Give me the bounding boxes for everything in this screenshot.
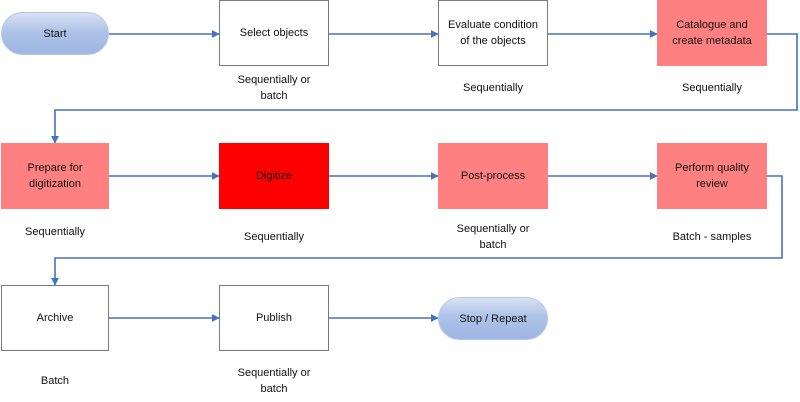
step-catalogue-metadata: Catalogue and create metadata: [657, 0, 767, 66]
node-label-select-objects: Select objects: [239, 27, 309, 39]
note-archive: Batch: [40, 375, 70, 387]
node-label-catalogue-metadata: Catalogue and create metadata: [672, 19, 752, 47]
node-label-prepare-digitization: Prepare for digitization: [27, 162, 83, 190]
stop-repeat-terminator: Stop / Repeat: [438, 297, 548, 340]
step-prepare-digitization: Prepare for digitization: [1, 143, 109, 209]
step-select-objects: Select objects: [219, 0, 329, 66]
node-label-stop-repeat: Stop / Repeat: [459, 312, 527, 325]
step-digitize: Digitize: [219, 143, 329, 209]
step-quality-review: Perform quality review: [657, 143, 767, 209]
step-evaluate-condition: Evaluate condition of the objects: [438, 0, 548, 66]
node-label-quality-review: Perform quality review: [675, 162, 749, 190]
connector-quality-to-archive: [51, 175, 783, 286]
step-publish: Publish: [219, 285, 329, 351]
note-select-objects: Sequentially or batch: [237, 74, 311, 102]
node-label-archive: Archive: [36, 312, 74, 324]
step-post-process: Post-process: [438, 143, 548, 209]
note-digitize: Sequentially: [244, 231, 304, 243]
node-label-evaluate-condition: Evaluate condition of the objects: [448, 19, 538, 47]
start-terminator: Start: [1, 12, 109, 55]
step-archive: Archive: [1, 285, 109, 351]
note-quality-review: Batch - samples: [672, 231, 752, 243]
note-evaluate-condition: Sequentially: [463, 82, 523, 94]
note-post-process: Sequentially or batch: [456, 223, 530, 251]
node-label-start: Start: [43, 27, 67, 40]
note-catalogue-metadata: Sequentially: [682, 82, 742, 94]
node-label-digitize: Digitize: [255, 170, 293, 182]
note-prepare-digitization: Sequentially: [25, 226, 85, 238]
connector-catalogue-to-prepare: [51, 33, 798, 144]
node-label-post-process: Post-process: [460, 170, 526, 182]
node-label-publish: Publish: [255, 312, 293, 324]
note-publish: Sequentially or batch: [237, 367, 311, 395]
